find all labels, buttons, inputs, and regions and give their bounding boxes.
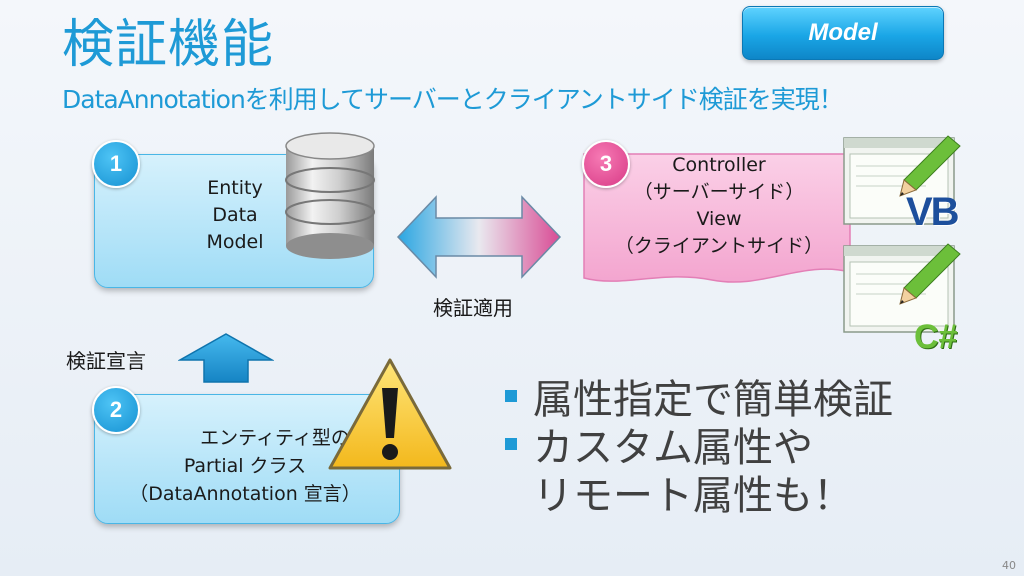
box3-line: Controller — [672, 154, 766, 176]
up-arrow-label: 検証宣言 — [66, 349, 146, 373]
database-icon — [285, 132, 375, 259]
partial-class-text: エンティティ型の Partial クラス （DataAnnotation 宣言） — [100, 424, 390, 508]
page-subtitle: DataAnnotationを利用してサーバーとクライアントサイド検証を実現！ — [62, 85, 844, 114]
bullet-marker — [505, 390, 517, 402]
entity-data-model-text: Entity Data Model — [190, 175, 280, 256]
box1-line: Entity — [207, 177, 263, 199]
box2-line: Partial クラス — [183, 455, 307, 477]
box2-line: （DataAnnotation 宣言） — [129, 483, 361, 505]
badge-1: 1 — [92, 140, 140, 188]
bidirectional-arrow-icon — [396, 195, 562, 279]
badge-3: 3 — [582, 140, 630, 188]
bullet-text: リモート属性も！ — [533, 473, 853, 519]
up-arrow-icon — [178, 333, 274, 383]
bullet-text: 属性指定で簡単検証 — [533, 377, 893, 423]
box3-line: （クライアントサイド） — [614, 235, 824, 257]
csharp-label: C# — [914, 318, 958, 356]
controller-view-box — [583, 153, 851, 283]
page-title: 検証機能 — [62, 15, 275, 75]
badge-2: 2 — [92, 386, 140, 434]
box3-line: （サーバーサイド） — [633, 181, 805, 203]
arrow-label: 検証適用 — [433, 296, 513, 320]
bullet-text: カスタム属性や — [533, 425, 813, 471]
box2-line: エンティティ型の — [200, 427, 350, 449]
warning-icon — [328, 358, 452, 470]
vb-editor-icon — [843, 135, 961, 225]
bullet-item-continuation: リモート属性も！ — [505, 472, 893, 520]
model-button[interactable]: Model — [742, 6, 944, 60]
box3-line: View — [696, 208, 742, 230]
controller-view-text: Controller （サーバーサイド） View （クライアントサイド） — [600, 152, 838, 260]
csharp-editor-icon — [843, 243, 961, 333]
page-number: 40 — [1002, 559, 1016, 572]
bullet-item: カスタム属性や — [505, 424, 893, 472]
bullet-item: 属性指定で簡単検証 — [505, 376, 893, 424]
vb-label: VB — [906, 190, 960, 234]
box1-line: Model — [206, 231, 264, 253]
bullet-list: 属性指定で簡単検証 カスタム属性や リモート属性も！ — [505, 376, 893, 520]
bullet-marker — [505, 438, 517, 450]
box1-line: Data — [212, 204, 258, 226]
